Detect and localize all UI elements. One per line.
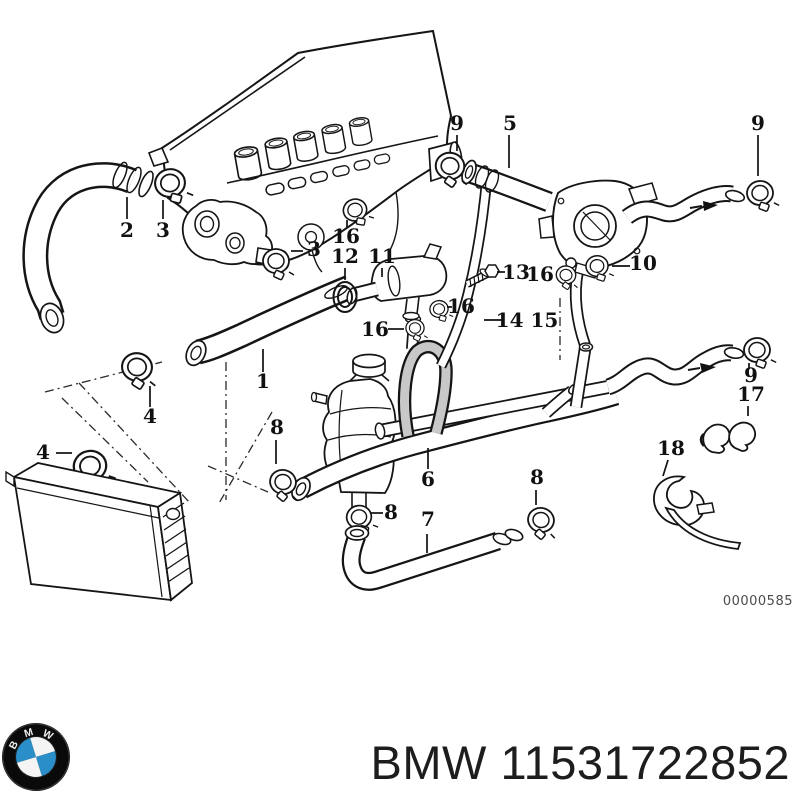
callout-label-5-10: 5 [503, 111, 517, 135]
water-hose-5 [461, 159, 553, 212]
callout-label-8-18: 8 [270, 415, 284, 439]
callout-label-9-11: 9 [751, 111, 765, 135]
callout-label-2-0: 2 [120, 218, 134, 242]
roundel-letter-m: M [23, 726, 35, 740]
callout-label-16-16: 16 [447, 294, 475, 318]
callout-label-9-9: 9 [450, 111, 464, 135]
callout-label-9-23: 9 [744, 363, 758, 387]
watermark: 00000585 [723, 594, 793, 609]
water-hose-7 [341, 525, 524, 591]
callout-label-6-19: 6 [421, 467, 435, 491]
cable-strap-18 [653, 475, 742, 550]
throttle-body [538, 179, 658, 279]
bolt-13 [465, 264, 500, 288]
water-hose-2 [22, 161, 154, 334]
radiator [5, 462, 193, 602]
callout-label-16-15: 16 [361, 317, 389, 341]
water-valve-11 [346, 243, 448, 321]
callout-label-8-20: 8 [384, 500, 398, 524]
construction-lines [44, 298, 561, 506]
callout-label-16-3: 16 [332, 224, 360, 248]
callout-label-3-2: 3 [307, 237, 321, 261]
flow-arrow-right [700, 363, 716, 373]
flow-arrow-top [703, 201, 718, 211]
callout-label-1-12: 1 [256, 369, 270, 393]
bmw-roundel-logo: B M W [2, 723, 70, 791]
outlet-hose-right [605, 344, 745, 396]
callout-label-18-25: 18 [657, 436, 685, 460]
callout-label-13-6: 13 [502, 260, 530, 284]
callout-label-16-7: 16 [526, 262, 554, 286]
callout-leader-18-25 [662, 459, 669, 477]
callout-label-4-14: 4 [36, 440, 50, 464]
clamp-4a [118, 350, 161, 393]
callout-label-11-5: 11 [368, 244, 396, 268]
outlet-hose-top-right [621, 185, 746, 225]
callout-label-14-15-17: 14 15 [496, 308, 559, 332]
o-ring-12 [332, 281, 358, 313]
callout-label-10-8: 10 [629, 251, 657, 275]
callout-label-12-4: 12 [331, 244, 359, 268]
callout-label-7-21: 7 [421, 507, 435, 531]
callout-label-17-24: 17 [737, 382, 765, 406]
water-hose-1 [185, 275, 355, 367]
callout-label-4-13: 4 [143, 404, 157, 428]
part-number-text: BMW 11531722852 [371, 736, 790, 789]
water-pipes-14-15 [374, 169, 610, 440]
callout-label-8-22: 8 [530, 465, 544, 489]
clamp-8c [522, 504, 563, 544]
hose-clip-17 [699, 421, 757, 454]
clamp-9b [745, 178, 781, 215]
callout-label-3-1: 3 [156, 218, 170, 242]
